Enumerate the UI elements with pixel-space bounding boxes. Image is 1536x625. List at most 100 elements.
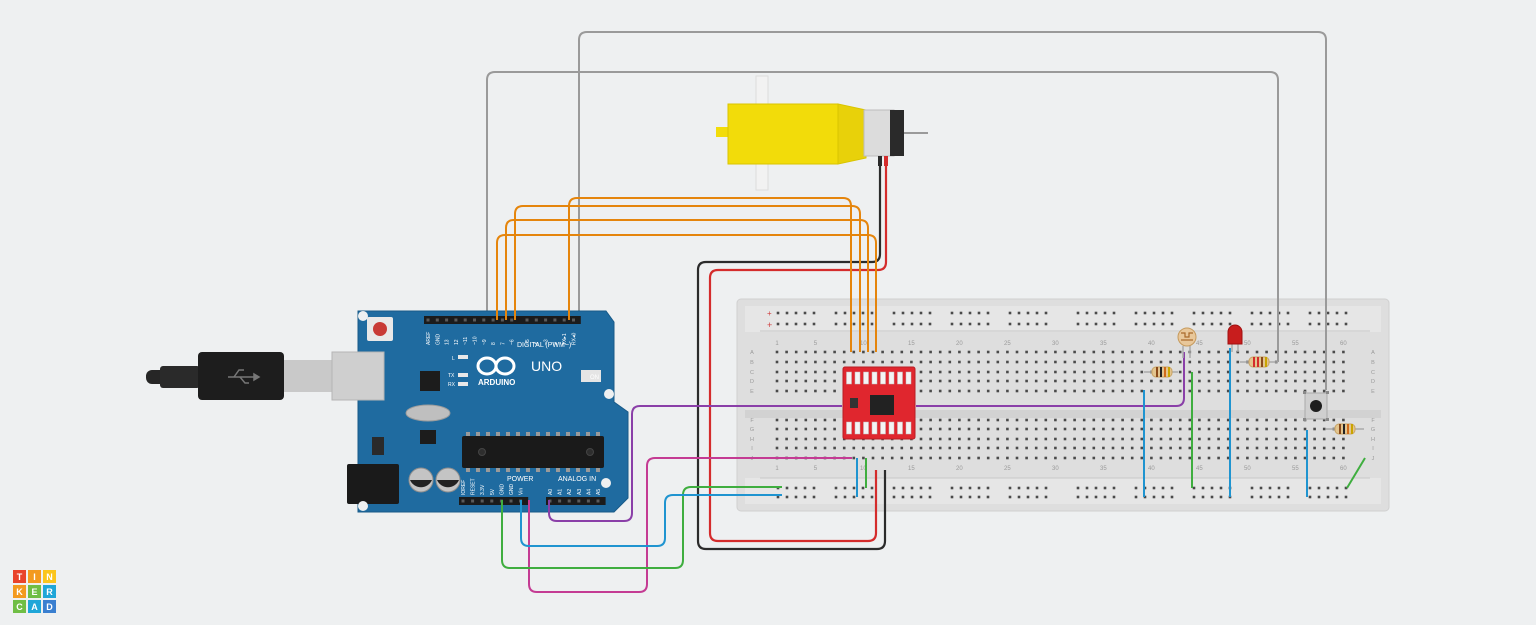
breadboard-hole[interactable] [1006,446,1009,450]
breadboard-hole[interactable] [1082,418,1086,422]
breadboard-hole[interactable] [1073,389,1076,393]
header-pin[interactable] [454,318,458,322]
breadboard-hole[interactable] [1322,379,1326,383]
breadboard-hole[interactable] [948,418,952,422]
breadboard-hole[interactable] [1054,370,1057,374]
breadboard-hole[interactable] [1207,379,1211,383]
rail-hole[interactable] [785,322,789,326]
breadboard-hole[interactable] [938,418,942,422]
rail-hole[interactable] [1219,495,1223,499]
blue-wire[interactable] [520,494,782,547]
breadboard-hole[interactable] [1265,446,1268,450]
breadboard-hole[interactable] [1140,437,1144,441]
breadboard-hole[interactable] [1342,437,1345,441]
breadboard-hole[interactable] [1140,446,1144,450]
breadboard-hole[interactable] [1294,437,1297,441]
breadboard-hole[interactable] [823,360,827,364]
breadboard-hole[interactable] [1274,350,1278,354]
breadboard-hole[interactable] [948,389,952,393]
breadboard-hole[interactable] [1313,360,1316,364]
breadboard-hole[interactable] [1178,437,1182,441]
breadboard-hole[interactable] [1246,427,1249,431]
breadboard-hole[interactable] [910,456,913,460]
breadboard-hole[interactable] [1303,350,1307,354]
breadboard-hole[interactable] [1342,446,1345,450]
breadboard-hole[interactable] [986,427,990,431]
breadboard-hole[interactable] [1217,350,1220,354]
breadboard-hole[interactable] [1073,456,1076,460]
breadboard-hole[interactable] [1207,350,1211,354]
breadboard-hole[interactable] [1015,456,1019,460]
rail-hole[interactable] [1026,322,1030,326]
breadboard-hole[interactable] [1313,418,1316,422]
breadboard-hole[interactable] [1188,437,1192,441]
breadboard-hole[interactable] [1034,370,1038,374]
rail-hole[interactable] [1134,322,1138,326]
header-pin[interactable] [525,318,529,322]
breadboard-hole[interactable] [938,379,942,383]
breadboard-hole[interactable] [1236,418,1240,422]
rail-hole[interactable] [910,311,914,315]
breadboard-hole[interactable] [775,370,779,374]
breadboard-hole[interactable] [1255,456,1259,460]
rail-hole[interactable] [977,311,981,315]
breadboard-hole[interactable] [938,456,942,460]
breadboard-hole[interactable] [814,437,817,441]
breadboard-hole[interactable] [1265,437,1268,441]
breadboard-hole[interactable] [890,360,894,364]
breadboard-hole[interactable] [1255,418,1259,422]
breadboard-hole[interactable] [794,370,798,374]
breadboard-hole[interactable] [1188,456,1192,460]
rail-hole[interactable] [950,495,954,499]
breadboard-hole[interactable] [1082,360,1086,364]
breadboard-hole[interactable] [785,370,788,374]
breadboard-hole[interactable] [1015,427,1019,431]
header-pin[interactable] [510,318,514,322]
breadboard-hole[interactable] [967,389,971,393]
breadboard-hole[interactable] [1313,446,1316,450]
rail-hole[interactable] [1286,322,1290,326]
rail-hole[interactable] [1250,486,1254,490]
breadboard-hole[interactable] [1044,379,1048,383]
breadboard-hole[interactable] [1284,370,1288,374]
breadboard-hole[interactable] [938,389,942,393]
breadboard-hole[interactable] [1178,389,1182,393]
breadboard-hole[interactable] [1322,418,1326,422]
rail-hole[interactable] [1044,486,1048,490]
rail-hole[interactable] [919,486,923,490]
breadboard-hole[interactable] [1207,360,1211,364]
rail-hole[interactable] [803,486,807,490]
rail-hole[interactable] [892,486,896,490]
rail-hole[interactable] [1008,311,1012,315]
breadboard-hole[interactable] [1246,456,1249,460]
breadboard-hole[interactable] [1130,427,1134,431]
breadboard-hole[interactable] [871,360,875,364]
breadboard-hole[interactable] [1130,418,1134,422]
rail-hole[interactable] [1308,322,1312,326]
breadboard-hole[interactable] [1130,446,1134,450]
breadboard-hole[interactable] [785,446,788,450]
rail-hole[interactable] [977,486,981,490]
breadboard-hole[interactable] [833,446,836,450]
breadboard-hole[interactable] [1063,389,1067,393]
red-led[interactable] [1227,324,1243,352]
breadboard-hole[interactable] [1111,427,1115,431]
rail-hole[interactable] [986,322,990,326]
breadboard-hole[interactable] [1044,418,1048,422]
rail-hole[interactable] [1170,486,1174,490]
rail-hole[interactable] [1044,322,1048,326]
breadboard-hole[interactable] [996,370,1000,374]
breadboard-hole[interactable] [833,437,836,441]
breadboard-hole[interactable] [1294,360,1297,364]
rail-hole[interactable] [1134,311,1138,315]
breadboard-hole[interactable] [958,427,961,431]
breadboard-hole[interactable] [1169,437,1172,441]
breadboard-hole[interactable] [1063,370,1067,374]
breadboard-hole[interactable] [852,350,856,354]
breadboard-hole[interactable] [996,456,1000,460]
header-pin[interactable] [490,499,494,503]
breadboard-hole[interactable] [1054,456,1057,460]
breadboard-hole[interactable] [1303,360,1307,364]
rail-hole[interactable] [1085,322,1089,326]
breadboard-hole[interactable] [900,446,904,450]
